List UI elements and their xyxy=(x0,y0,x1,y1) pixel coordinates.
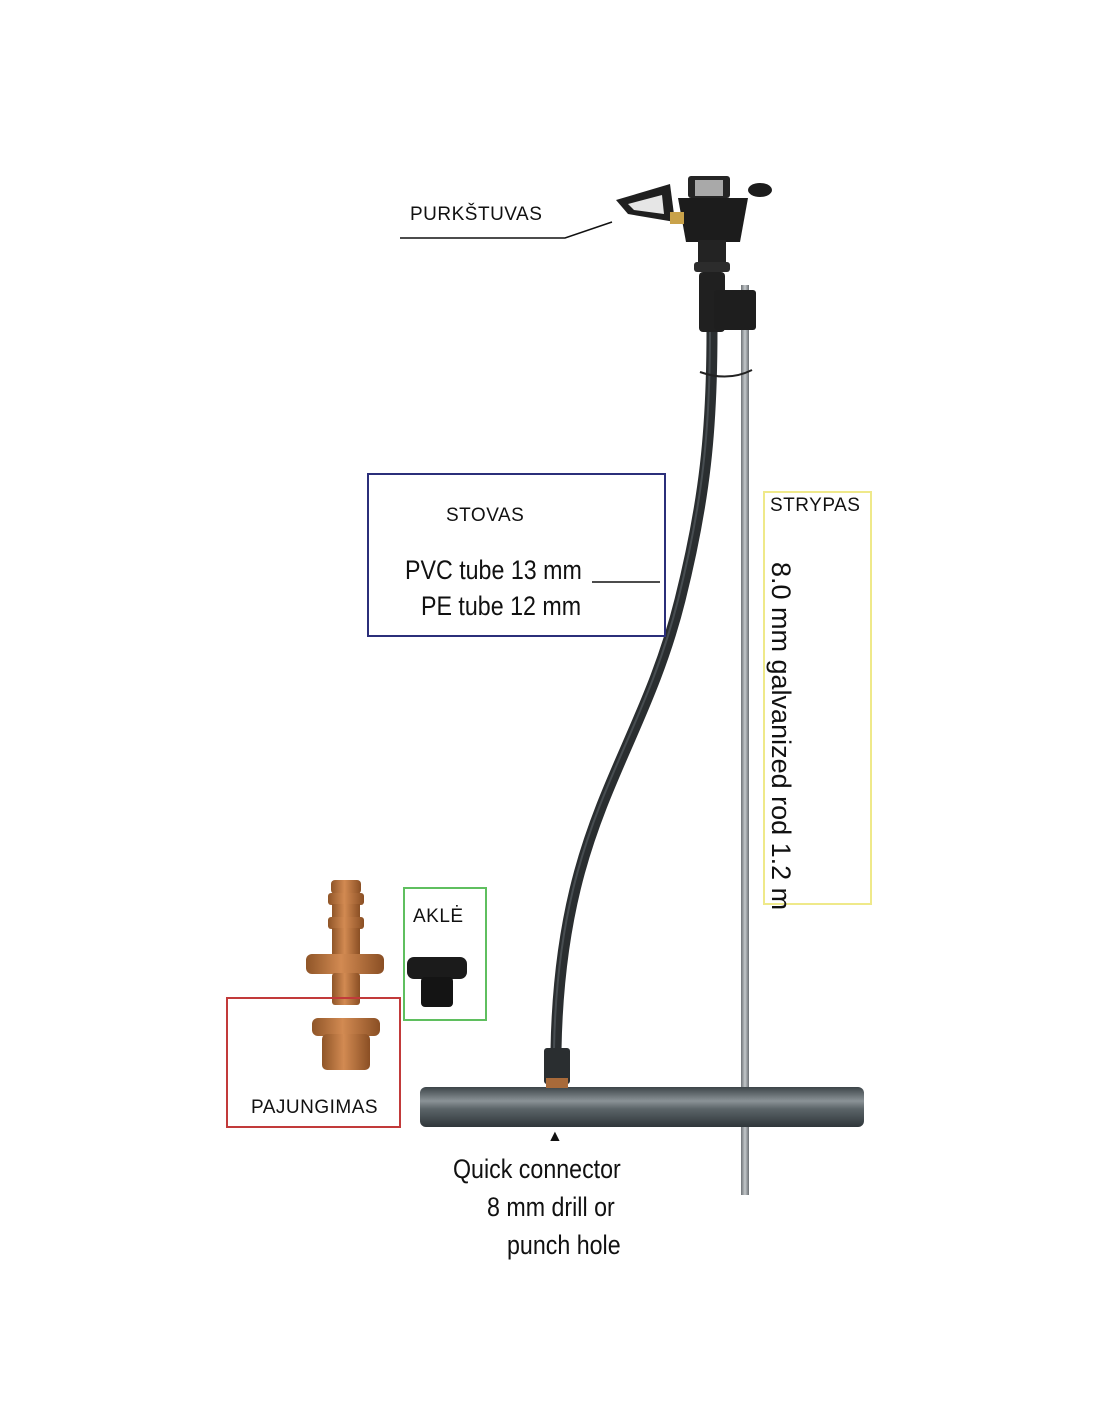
sprinkler-label: PURKŠTUVAS xyxy=(410,204,543,225)
sprinkler-head-icon xyxy=(616,176,772,332)
connector-label: PAJUNGIMAS xyxy=(251,1097,379,1118)
riser-hose-icon xyxy=(544,324,753,1088)
riser-spec-line-1: PVC tube 13 mm xyxy=(405,555,582,585)
barbed-connector-icon xyxy=(306,880,384,1005)
plug-callout-box xyxy=(403,887,487,1021)
riser-spec-line-2: PE tube 12 mm xyxy=(421,591,582,621)
support-rod-icon xyxy=(741,285,749,1195)
quick-connector-line-2: 8 mm drill or xyxy=(487,1192,615,1222)
rod-callout-box xyxy=(763,491,872,905)
quick-connector-line-1: Quick connector xyxy=(453,1154,621,1184)
quick-connector-arrow: ▲ xyxy=(547,1128,563,1145)
plug-label: AKLĖ xyxy=(413,906,464,927)
riser-callout-box xyxy=(367,473,666,637)
lateral-pipe-icon xyxy=(420,1087,864,1127)
connector-callout-box xyxy=(226,997,401,1128)
end-plug-icon xyxy=(407,957,467,1007)
riser-title: STOVAS xyxy=(446,505,525,526)
rod-title: STRYPAS xyxy=(770,495,861,516)
quick-connector-line-3: punch hole xyxy=(507,1230,621,1260)
grommet-icon xyxy=(312,1018,380,1070)
rod-spec: 8.0 mm galvanized rod 1.2 m xyxy=(766,562,796,911)
sprinkler-leader-line xyxy=(400,221,613,239)
